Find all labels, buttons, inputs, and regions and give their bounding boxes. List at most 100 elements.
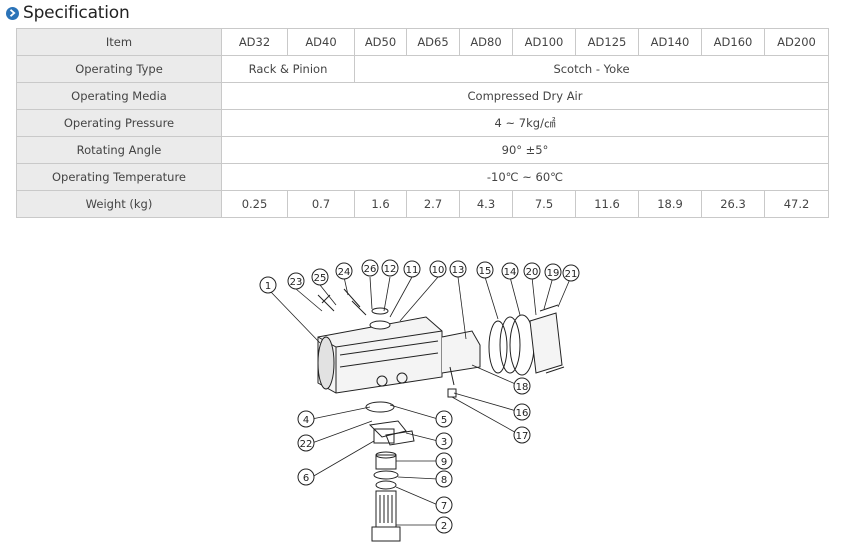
table-cell: Rack & Pinion	[221, 55, 355, 83]
table-cell: 4.3	[459, 190, 513, 218]
leader-lines	[269, 276, 571, 526]
callout: 15	[476, 261, 494, 279]
callouts: 1 23 25 24 26 12 11 10 13 15 14 20 19 21…	[259, 259, 580, 534]
table-row: Operating Media Compressed Dry Air	[16, 82, 829, 110]
svg-text:2: 2	[441, 521, 447, 532]
callout: 2	[435, 516, 453, 534]
callout: 24	[335, 262, 353, 280]
row-label: Weight (kg)	[16, 190, 222, 218]
callout: 5	[435, 410, 453, 428]
callout: 1	[259, 276, 277, 294]
model-header: AD65	[406, 28, 460, 56]
callout: 6	[297, 468, 315, 486]
svg-text:12: 12	[384, 264, 397, 275]
table-cell: 2.7	[406, 190, 460, 218]
model-header: AD140	[638, 28, 702, 56]
callout: 16	[513, 403, 531, 421]
table-cell: 18.9	[638, 190, 702, 218]
callout: 8	[435, 470, 453, 488]
row-label: Operating Pressure	[16, 109, 222, 137]
svg-text:23: 23	[290, 277, 303, 288]
svg-text:15: 15	[479, 266, 492, 277]
model-header: AD100	[512, 28, 576, 56]
header-row: Item AD32 AD40 AD50 AD65 AD80 AD100 AD12…	[16, 28, 829, 56]
svg-text:3: 3	[441, 437, 447, 448]
model-header: AD160	[701, 28, 765, 56]
callout: 17	[513, 426, 531, 444]
table-cell: 7.5	[512, 190, 576, 218]
table-cell: 0.25	[221, 190, 288, 218]
table-cell: 90° ±5°	[221, 136, 829, 164]
row-label: Rotating Angle	[16, 136, 222, 164]
callout: 4	[297, 410, 315, 428]
specification-table: Item AD32 AD40 AD50 AD65 AD80 AD100 AD12…	[16, 28, 829, 218]
table-row: Weight (kg) 0.25 0.7 1.6 2.7 4.3 7.5 11.…	[16, 190, 829, 218]
table-cell: 47.2	[764, 190, 829, 218]
table-cell: Scotch - Yoke	[354, 55, 829, 83]
end-cap-assembly	[441, 304, 565, 376]
top-bolts	[317, 288, 389, 316]
actuator-body	[317, 316, 443, 394]
svg-text:26: 26	[364, 264, 377, 275]
svg-text:5: 5	[441, 415, 447, 426]
table-cell: 4 ~ 7kg/㎠	[221, 109, 829, 137]
svg-text:25: 25	[314, 273, 327, 284]
callout: 23	[287, 272, 305, 290]
svg-text:20: 20	[526, 267, 539, 278]
svg-text:10: 10	[432, 265, 445, 276]
table-cell: Compressed Dry Air	[221, 82, 829, 110]
model-header: AD40	[287, 28, 355, 56]
actuator-exploded-diagram: 1 23 25 24 26 12 11 10 13 15 14 20 19 21…	[259, 259, 580, 542]
shaft-assembly	[365, 366, 457, 542]
table-cell: 11.6	[575, 190, 639, 218]
table-row: Operating Temperature -10℃ ~ 60℃	[16, 163, 829, 191]
callout: 12	[381, 259, 399, 277]
svg-text:11: 11	[406, 265, 419, 276]
callout: 26	[361, 259, 379, 277]
table-row: Operating Pressure 4 ~ 7kg/㎠	[16, 109, 829, 137]
svg-text:22: 22	[300, 439, 313, 450]
model-header: AD32	[221, 28, 288, 56]
callout: 20	[523, 262, 541, 280]
svg-text:17: 17	[516, 431, 529, 442]
svg-text:6: 6	[303, 473, 309, 484]
table-cell: -10℃ ~ 60℃	[221, 163, 829, 191]
callout: 18	[513, 377, 531, 395]
table-row: Operating Type Rack & Pinion Scotch - Yo…	[16, 55, 829, 83]
model-header: AD125	[575, 28, 639, 56]
chevron-right-icon	[6, 6, 19, 20]
section-title: Specification	[23, 3, 130, 23]
svg-text:1: 1	[265, 281, 271, 292]
row-label: Operating Media	[16, 82, 222, 110]
row-label: Operating Type	[16, 55, 222, 83]
model-header: AD50	[354, 28, 407, 56]
callout: 10	[429, 260, 447, 278]
svg-text:14: 14	[504, 267, 517, 278]
model-header: AD200	[764, 28, 829, 56]
svg-text:19: 19	[547, 268, 560, 279]
callout: 3	[435, 432, 453, 450]
callout: 21	[562, 264, 580, 282]
section-header: Specification	[6, 2, 130, 24]
svg-text:13: 13	[452, 265, 465, 276]
table-row: Rotating Angle 90° ±5°	[16, 136, 829, 164]
svg-text:9: 9	[441, 457, 447, 468]
callout: 22	[297, 434, 315, 452]
svg-text:4: 4	[303, 415, 309, 426]
svg-text:21: 21	[565, 269, 578, 280]
callout: 25	[311, 268, 329, 286]
svg-text:8: 8	[441, 475, 447, 486]
model-header: AD80	[459, 28, 513, 56]
row-label: Operating Temperature	[16, 163, 222, 191]
callout: 11	[403, 260, 421, 278]
table-cell: 0.7	[287, 190, 355, 218]
callout: 13	[449, 260, 467, 278]
table-cell: 1.6	[354, 190, 407, 218]
callout: 19	[544, 263, 562, 281]
item-header: Item	[16, 28, 222, 56]
table-cell: 26.3	[701, 190, 765, 218]
callout: 9	[435, 452, 453, 470]
callout: 14	[501, 262, 519, 280]
svg-text:18: 18	[516, 382, 529, 393]
svg-text:16: 16	[516, 408, 529, 419]
